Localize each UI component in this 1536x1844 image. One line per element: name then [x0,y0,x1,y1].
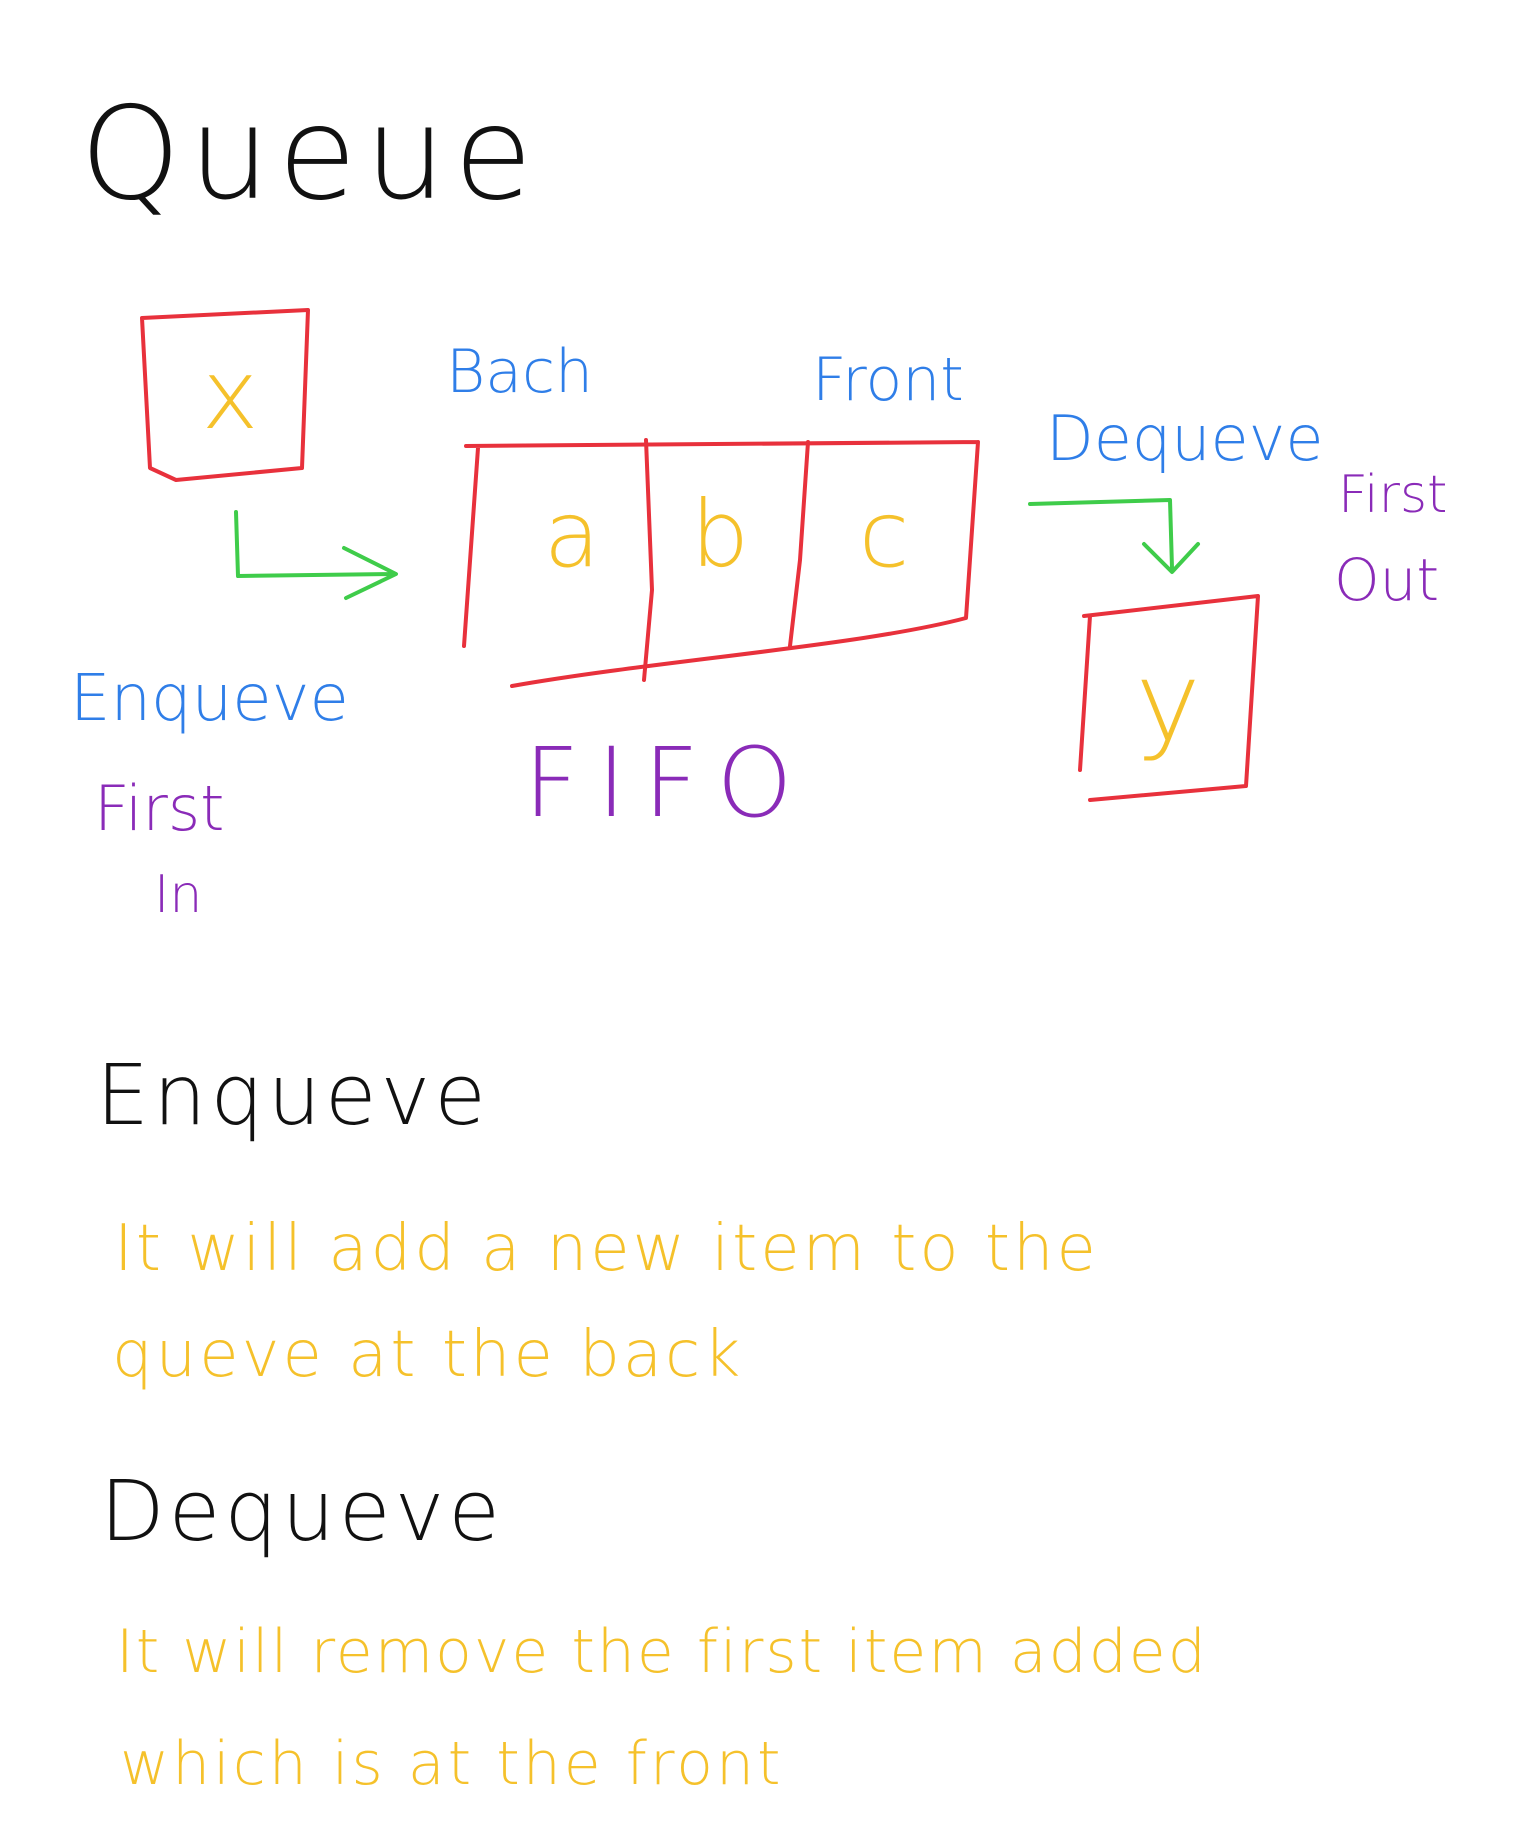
first-in-line-2: In [154,865,202,925]
queue-divider-1 [642,438,654,682]
first-out-line-2: Out [1334,546,1439,614]
page-title: Queue [80,80,541,229]
enqueue-description-line-1: It will add a new item to the [114,1212,1099,1286]
enqueue-heading: Enqueve [96,1046,490,1144]
first-in-line-1: First [94,772,224,845]
queue-item-b: b [691,481,749,588]
dequeue-label: Dequeve [1046,402,1324,475]
dequeue-description-line-2: which is at the front [120,1729,784,1799]
outgoing-item-label: y [1135,638,1200,766]
first-out-line-1: First [1338,465,1447,525]
front-label: Front [812,345,964,415]
queue-container [462,440,980,688]
incoming-item-box [140,308,310,482]
enqueue-arrow [234,510,398,600]
back-label: Bach [446,337,593,407]
dequeue-description-line-1: It will remove the first item added [116,1617,1208,1687]
fifo-acronym: FIFO [524,727,810,839]
incoming-item-label: x [202,339,259,451]
queue-item-c: c [859,481,910,588]
dequeue-heading: Dequeve [100,1462,504,1560]
outgoing-item-box [1078,594,1260,802]
queue-divider-2 [788,440,810,648]
enqueue-description-line-2: queve at the back [112,1318,743,1392]
dequeue-arrow [1028,498,1200,574]
enqueue-label: Enqueve [70,662,349,736]
queue-item-a: a [544,481,600,588]
